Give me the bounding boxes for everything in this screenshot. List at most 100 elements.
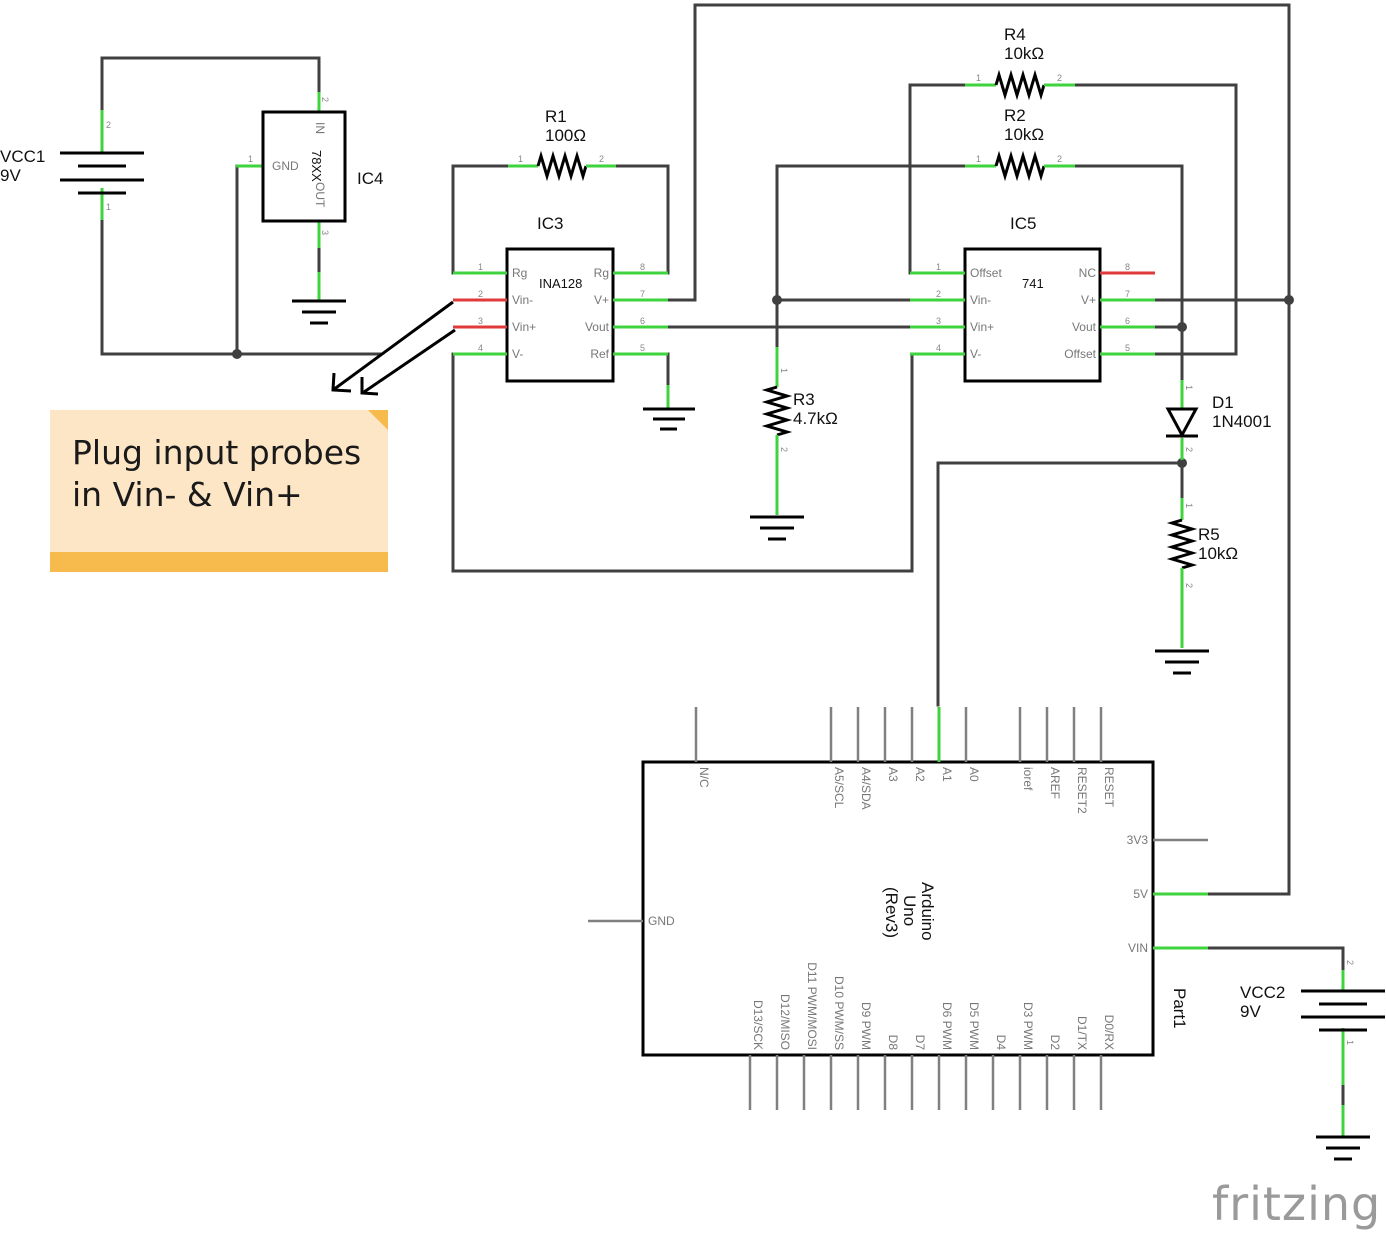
- pin-number: 2: [779, 447, 789, 452]
- r2-resistor[interactable]: 1 2 R2 10kΩ: [965, 106, 1075, 182]
- arduino-top-pin-label: A4/SDA: [859, 767, 873, 810]
- ic5-pin-offset-right: Offset: [1064, 347, 1096, 361]
- ic5-pin-v-plus: V+: [1081, 293, 1096, 307]
- arduino-top-pin-label: A1: [940, 767, 954, 782]
- ic3-part: INA128: [539, 276, 582, 291]
- vcc2-name: VCC2: [1240, 983, 1285, 1002]
- r3-resistor[interactable]: 1 2 R3 4.7kΩ: [761, 347, 838, 515]
- arduino-top-pin-label: AREF: [1048, 767, 1062, 799]
- d1-diode[interactable]: 1 2 D1 1N4001: [1165, 380, 1272, 460]
- pin-number: 5: [1125, 343, 1130, 353]
- arduino-bottom-pin-label: D4: [994, 1035, 1008, 1051]
- ic4-pin-gnd: GND: [272, 159, 299, 173]
- pin-number: 2: [1345, 960, 1355, 965]
- arduino-title-line2: Uno: [900, 895, 919, 926]
- ic4-pin-out: OUT: [313, 182, 327, 208]
- pin-number: 1: [1184, 503, 1194, 508]
- fritzing-logo: fritzing: [1212, 1177, 1382, 1231]
- pin-number: 4: [478, 343, 483, 353]
- vcc1-value: 9V: [0, 166, 21, 185]
- arduino-title-line1: Arduino: [918, 882, 937, 941]
- ic5-part: 741: [1022, 276, 1044, 291]
- arduino-bottom-pin-label: D6 PWM: [940, 1002, 954, 1050]
- pin-number: 1: [478, 262, 483, 272]
- probe-instruction-note: Plug input probes in Vin- & Vin+: [50, 410, 388, 572]
- pin-number: 2: [599, 154, 604, 164]
- ic5-name: IC5: [1010, 214, 1036, 233]
- arduino-top-pin-label: RESET: [1102, 767, 1116, 808]
- d1-name: D1: [1212, 393, 1234, 412]
- r4-name: R4: [1004, 25, 1026, 44]
- r3-name: R3: [793, 390, 815, 409]
- r1-resistor[interactable]: 1 2 R1 100Ω: [508, 107, 616, 182]
- r5-name: R5: [1198, 525, 1220, 544]
- arduino-bottom-pin-label: D1/TX: [1075, 1016, 1089, 1050]
- d1-value: 1N4001: [1212, 412, 1272, 431]
- vcc1-battery[interactable]: 2 1 VCC1 9V: [0, 110, 144, 220]
- pin-number: 7: [1125, 289, 1130, 299]
- pin-number: 6: [640, 316, 645, 326]
- r4-value: 10kΩ: [1004, 44, 1044, 63]
- pin-number: 4: [936, 343, 941, 353]
- pin-number: 2: [478, 289, 483, 299]
- ic4-regulator[interactable]: GND IN OUT 78XX 1 2 3 IC4: [236, 92, 383, 248]
- ic5-741[interactable]: Offset Vin- Vin+ V- NC V+ Vout Offset 74…: [910, 214, 1155, 383]
- arduino-part-name: Part1: [1170, 988, 1189, 1029]
- r3-value: 4.7kΩ: [793, 409, 838, 428]
- arduino-title-line3: (Rev3): [882, 887, 901, 938]
- pin-number: 2: [106, 120, 111, 130]
- pin-number: 1: [248, 154, 253, 164]
- arduino-pin-5v: 5V: [1133, 887, 1148, 901]
- pin-number: 1: [779, 368, 789, 373]
- pin-number: 2: [1057, 154, 1062, 164]
- arduino-bottom-pin-label: D2: [1048, 1035, 1062, 1051]
- arduino-bottom-pin-label: D3 PWM: [1021, 1002, 1035, 1050]
- r4-resistor[interactable]: 1 2 R4 10kΩ: [965, 25, 1075, 101]
- note-text: Plug input probes in Vin- & Vin+: [72, 432, 372, 516]
- arduino-pin-vin: VIN: [1128, 941, 1148, 955]
- ic3-pin-rg-right: Rg: [594, 266, 609, 280]
- arduino-pin-gnd: GND: [648, 914, 675, 928]
- ground-symbol: [1155, 649, 1209, 675]
- ic3-pin-vout: Vout: [585, 320, 610, 334]
- note-corner-fold: [368, 410, 388, 430]
- ic3-name: IC3: [537, 214, 563, 233]
- arduino-bottom-pin-label: D11 PWM/MOSI: [805, 962, 819, 1050]
- junctions: [232, 295, 1294, 468]
- ic3-pin-rg-left: Rg: [512, 266, 527, 280]
- note-line: in Vin- & Vin+: [72, 475, 303, 514]
- ic3-pin-vin-minus: Vin-: [512, 293, 533, 307]
- arduino-bottom-pin-label: D7: [913, 1035, 927, 1051]
- ic3-ina128[interactable]: Rg Vin- Vin+ V- Rg V+ Vout Ref INA128 1 …: [453, 214, 668, 383]
- r1-name: R1: [545, 107, 567, 126]
- ic5-pin-v-minus: V-: [970, 347, 981, 361]
- pin-number: 1: [936, 262, 941, 272]
- arduino-bottom-pin-label: D13/SCK: [751, 1000, 765, 1050]
- ground-symbol: [643, 385, 695, 431]
- pin-number: 1: [518, 154, 523, 164]
- pin-number: 8: [640, 262, 645, 272]
- arduino-top-pin-label: A0: [967, 767, 981, 782]
- vcc1-name: VCC1: [0, 147, 45, 166]
- arduino-top-pin-label: A3: [886, 767, 900, 782]
- ground-symbol: [750, 515, 804, 541]
- ic5-pin-nc: NC: [1079, 266, 1097, 280]
- pin-number: 2: [1184, 583, 1194, 588]
- arduino-top-pin-label: A5/SCL: [832, 767, 846, 809]
- vcc2-value: 9V: [1240, 1002, 1261, 1021]
- r2-name: R2: [1004, 106, 1026, 125]
- ic4-part: 78XX: [309, 150, 324, 182]
- pin-number: 7: [640, 289, 645, 299]
- pin-number: 1: [106, 202, 111, 212]
- vcc2-battery[interactable]: 2 1 VCC2 9V: [1240, 960, 1385, 1085]
- note-line: Plug input probes: [72, 433, 362, 472]
- pin-number: 2: [1057, 73, 1062, 83]
- arduino-bottom-pin-label: D0/RX: [1102, 1015, 1116, 1050]
- r5-value: 10kΩ: [1198, 544, 1238, 563]
- r5-resistor[interactable]: 1 2 R5 10kΩ: [1166, 498, 1238, 648]
- pin-number: 3: [320, 230, 330, 235]
